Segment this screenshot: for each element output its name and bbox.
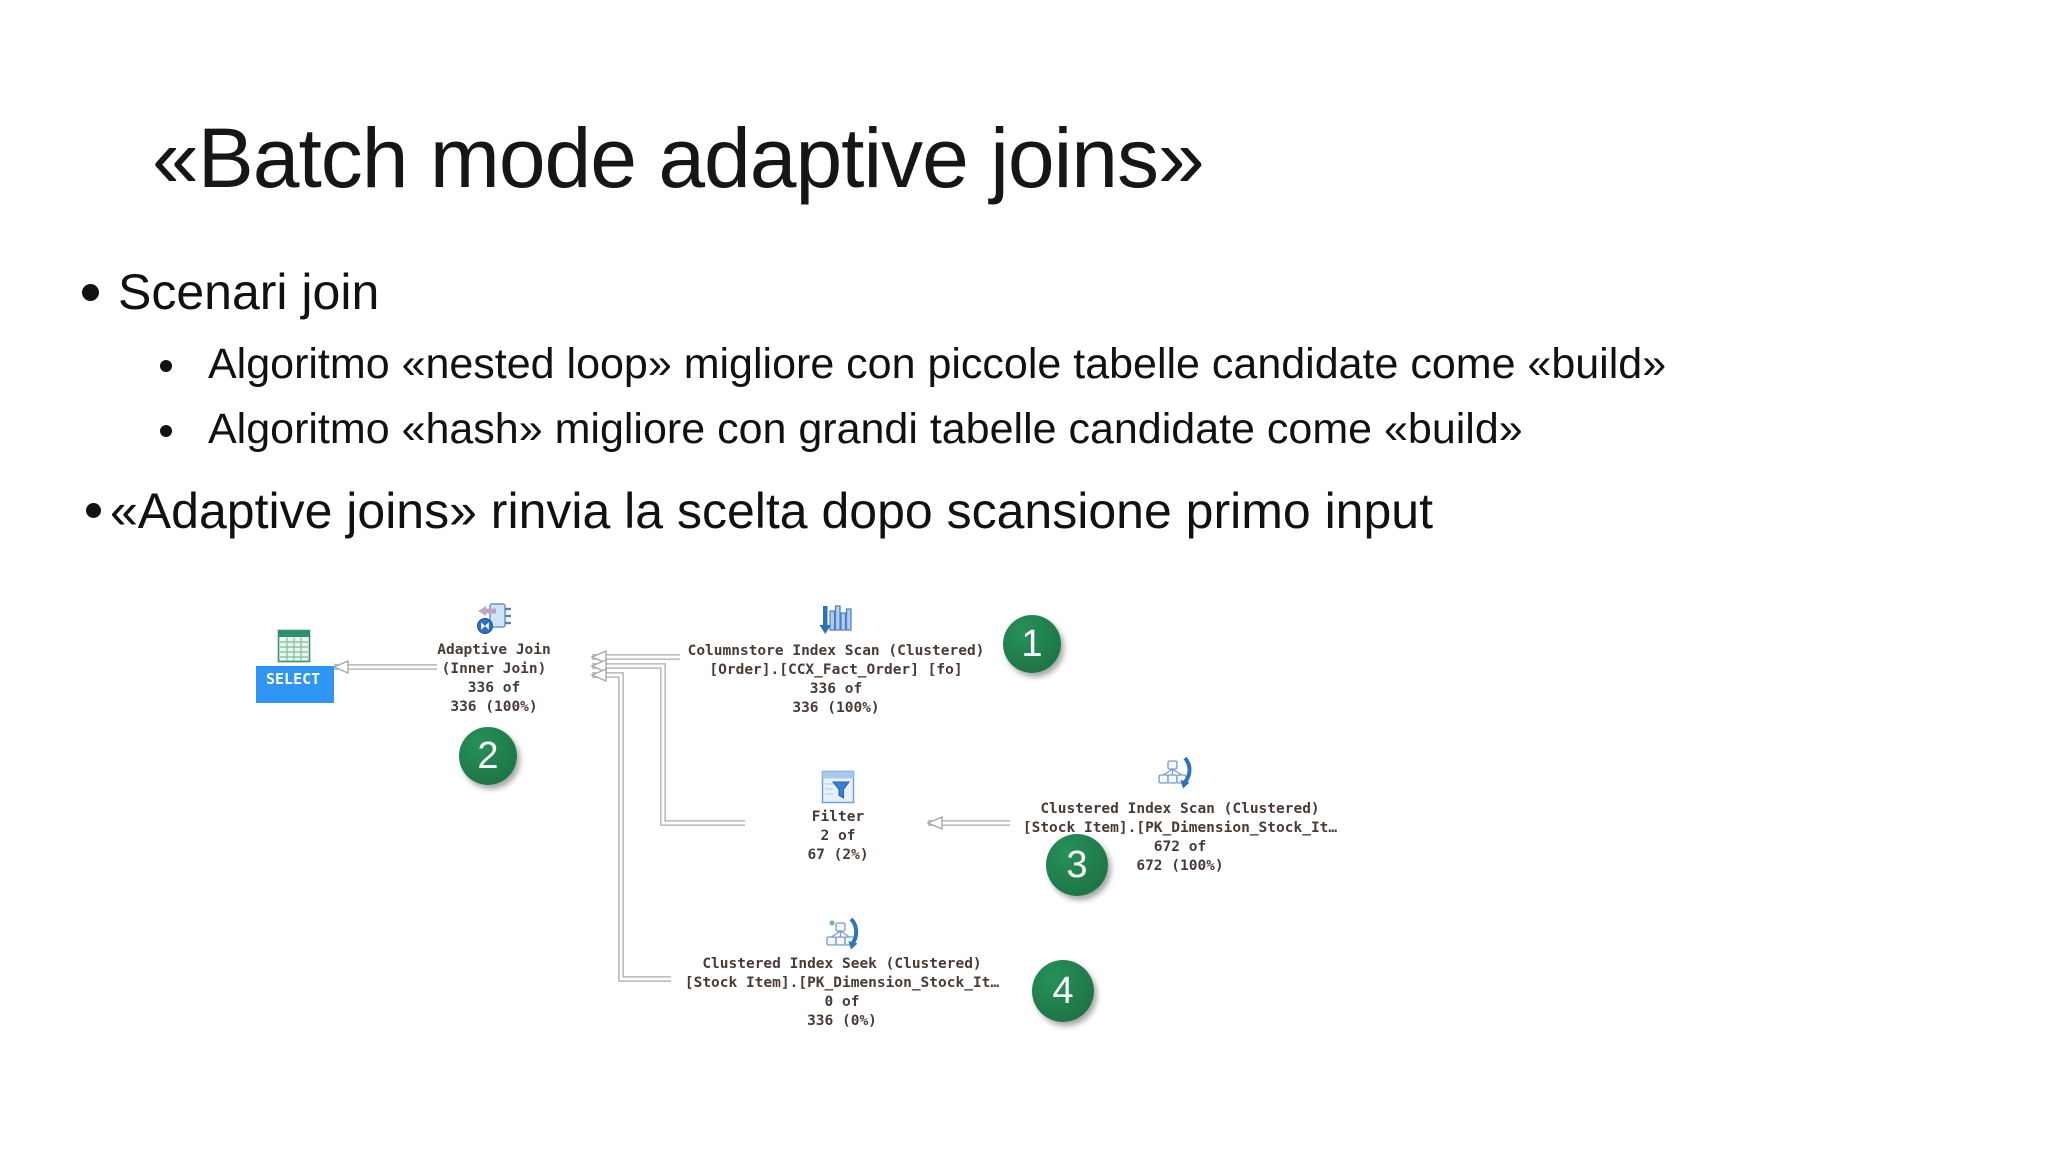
node-line: 672 (100%) xyxy=(1136,858,1224,874)
slide-title: «Batch mode adaptive joins» xyxy=(152,111,1205,205)
step-badge-3: 3 xyxy=(1046,834,1108,896)
node-line: [Stock Item].[PK_Dimension_Stock_It… xyxy=(684,975,1000,991)
node-line: Columnstore Index Scan (Clustered) xyxy=(687,643,985,659)
node-line: 672 of xyxy=(1153,839,1207,855)
node-line: 336 (100%) xyxy=(792,700,880,716)
bullet-scenari-join: Scenari join xyxy=(118,264,380,320)
subbullet-nested-loop: Algoritmo «nested loop» migliore con pic… xyxy=(208,340,1667,388)
node-line: 336 of xyxy=(809,681,863,697)
node-line: (Inner Join) xyxy=(441,661,547,677)
node-line: Clustered Index Seek (Clustered) xyxy=(702,956,982,972)
node-line: Adaptive Join xyxy=(437,642,551,658)
subbullet-hash: Algoritmo «hash» migliore con grandi tab… xyxy=(208,405,1523,453)
clustered-index-scan-icon xyxy=(1158,756,1192,789)
bullet-dot xyxy=(82,284,99,301)
clustered-index-scan-node: Clustered Index Scan (Clustered) [Stock … xyxy=(1023,800,1337,876)
node-line: [Order].[CCX_Fact_Order] [fo] xyxy=(709,662,963,678)
filter-icon xyxy=(821,770,855,804)
node-line: 336 of xyxy=(467,680,521,696)
step-badge-2: 2 xyxy=(459,727,517,785)
bullet-dot xyxy=(160,425,172,437)
node-line: [Stock Item].[PK_Dimension_Stock_It… xyxy=(1022,820,1338,836)
adaptive-join-node: Adaptive Join (Inner Join) 336 of 336 (1… xyxy=(437,641,551,717)
node-line: 67 (2%) xyxy=(807,847,869,863)
node-line: 336 (0%) xyxy=(807,1013,877,1029)
filter-node: Filter 2 of 67 (2%) xyxy=(807,808,868,865)
node-line: 2 of xyxy=(820,828,856,844)
columnstore-index-scan-node: Columnstore Index Scan (Clustered) [Orde… xyxy=(688,642,985,718)
result-table-icon xyxy=(277,629,311,663)
node-line: Filter xyxy=(811,809,865,825)
clustered-index-seek-node: Clustered Index Seek (Clustered) [Stock … xyxy=(685,955,999,1031)
columnstore-index-scan-icon xyxy=(819,605,852,634)
bullet-dot xyxy=(86,503,101,518)
adaptive-join-icon xyxy=(477,603,511,634)
step-badge-4: 4 xyxy=(1032,960,1094,1022)
select-node: SELECT xyxy=(256,666,334,703)
bullet-adaptive-joins: «Adaptive joins» rinvia la scelta dopo s… xyxy=(110,483,1433,539)
bullet-dot xyxy=(160,360,172,372)
node-line: Clustered Index Scan (Clustered) xyxy=(1040,801,1320,817)
node-line: 336 (100%) xyxy=(450,699,538,715)
node-line: 0 of xyxy=(824,994,860,1010)
step-badge-1: 1 xyxy=(1003,615,1061,673)
clustered-index-seek-icon xyxy=(826,917,859,950)
